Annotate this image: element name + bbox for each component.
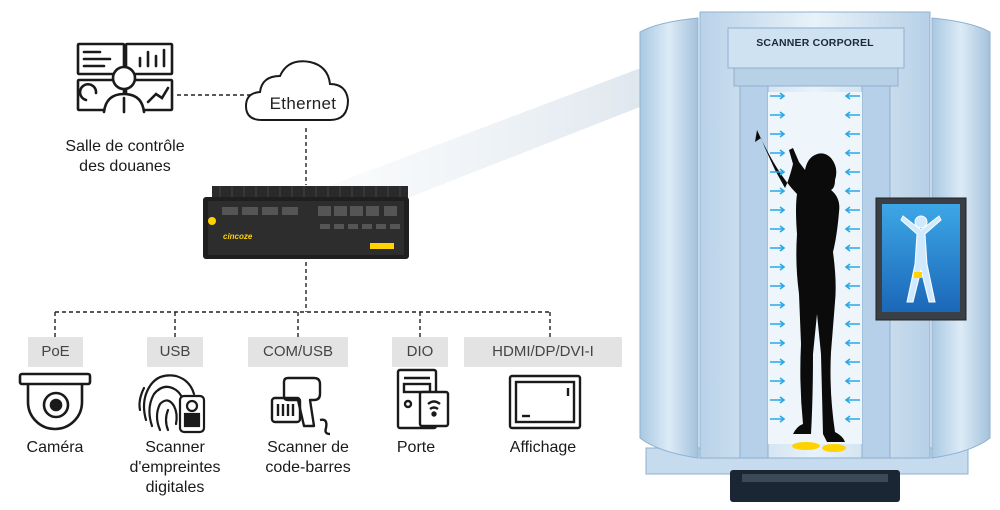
scan-arrow-left: [844, 111, 860, 119]
scan-arrow-left: [844, 263, 860, 271]
scan-arrow-left: [844, 415, 860, 423]
door-access-icon: [396, 368, 450, 430]
scan-arrow-left: [844, 206, 860, 214]
scan-arrow-right: [770, 396, 786, 404]
device-label-line: Scanner de: [267, 439, 349, 456]
scan-arrow-right: [770, 149, 786, 157]
scan-arrow-left: [844, 320, 860, 328]
scan-arrow-left: [844, 225, 860, 233]
scan-arrow-left: [844, 92, 860, 100]
device-label-line: code-barres: [265, 459, 351, 476]
ethernet-label: Ethernet: [269, 94, 337, 113]
device-label-display: Affichage: [490, 438, 596, 458]
scan-arrow-left: [844, 168, 860, 176]
person-silhouette: [755, 130, 845, 442]
body-scanner: [639, 11, 991, 502]
control-room-label-line: des douanes: [79, 158, 171, 175]
device-label-line: digitales: [145, 479, 205, 496]
interface-badge-dio: DIO: [392, 337, 448, 367]
scan-arrow-left: [844, 244, 860, 252]
scan-arrow-right: [770, 168, 786, 176]
scan-arrow-left: [844, 187, 860, 195]
scan-arrow-right: [770, 263, 786, 271]
device-label-line: Caméra: [26, 439, 84, 456]
device-label-camera: Caméra: [10, 438, 100, 458]
scan-arrow-left: [844, 377, 860, 385]
scan-arrow-right: [770, 111, 786, 119]
device-label-line: Affichage: [509, 439, 577, 456]
scan-arrow-right: [770, 301, 786, 309]
scan-arrow-right: [770, 225, 786, 233]
projection-beam: [318, 55, 678, 205]
interface-badge-usb: USB: [147, 337, 203, 367]
scan-arrow-right: [770, 92, 786, 100]
dome-camera-icon: [18, 372, 92, 431]
industrial-computer: [203, 186, 409, 259]
scan-arrow-left: [844, 130, 860, 138]
device-label-line: Scanner: [145, 439, 205, 456]
scan-arrow-left: [844, 396, 860, 404]
xray-figure: [900, 215, 942, 303]
scan-arrow-left: [844, 301, 860, 309]
interface-badge-hdmi: HDMI/DP/DVI-I: [464, 337, 622, 367]
interface-badge-com-usb: COM/USB: [248, 337, 348, 367]
scan-arrows: [770, 92, 860, 423]
device-label-fingerprint: Scanner d'empreintes digitales: [110, 438, 240, 498]
fingerprint-scanner-icon: [138, 374, 206, 434]
scan-arrow-right: [770, 130, 786, 138]
scan-arrow-right: [770, 282, 786, 290]
scanner-title: SCANNER CORPOREL: [756, 37, 874, 49]
interface-badge-poe: PoE: [28, 337, 83, 367]
device-label-door: Porte: [380, 438, 452, 458]
scan-arrow-right: [770, 415, 786, 423]
computer-brand: cincoze: [223, 232, 253, 241]
scan-arrow-left: [844, 358, 860, 366]
device-label-line: d'empreintes: [129, 459, 221, 476]
device-label-line: Porte: [396, 439, 436, 456]
scan-arrow-right: [770, 358, 786, 366]
scan-arrow-right: [770, 187, 786, 195]
scan-arrow-right: [770, 244, 786, 252]
scan-arrow-right: [770, 339, 786, 347]
monitor-icon: [508, 374, 582, 430]
scan-arrow-right: [770, 320, 786, 328]
control-room-label-line: Salle de contrôle: [65, 138, 185, 155]
connection-lines: [54, 94, 551, 337]
control-room-icon: [76, 42, 174, 114]
scan-arrow-right: [770, 377, 786, 385]
scan-arrow-left: [844, 282, 860, 290]
device-label-barcode: Scanner de code-barres: [248, 438, 368, 478]
scan-arrow-left: [844, 339, 860, 347]
control-room-label: Salle de contrôle des douanes: [40, 137, 210, 177]
scan-arrow-left: [844, 149, 860, 157]
cloud-icon: [244, 60, 350, 121]
scan-arrow-right: [770, 206, 786, 214]
barcode-scanner-icon: [270, 376, 331, 436]
